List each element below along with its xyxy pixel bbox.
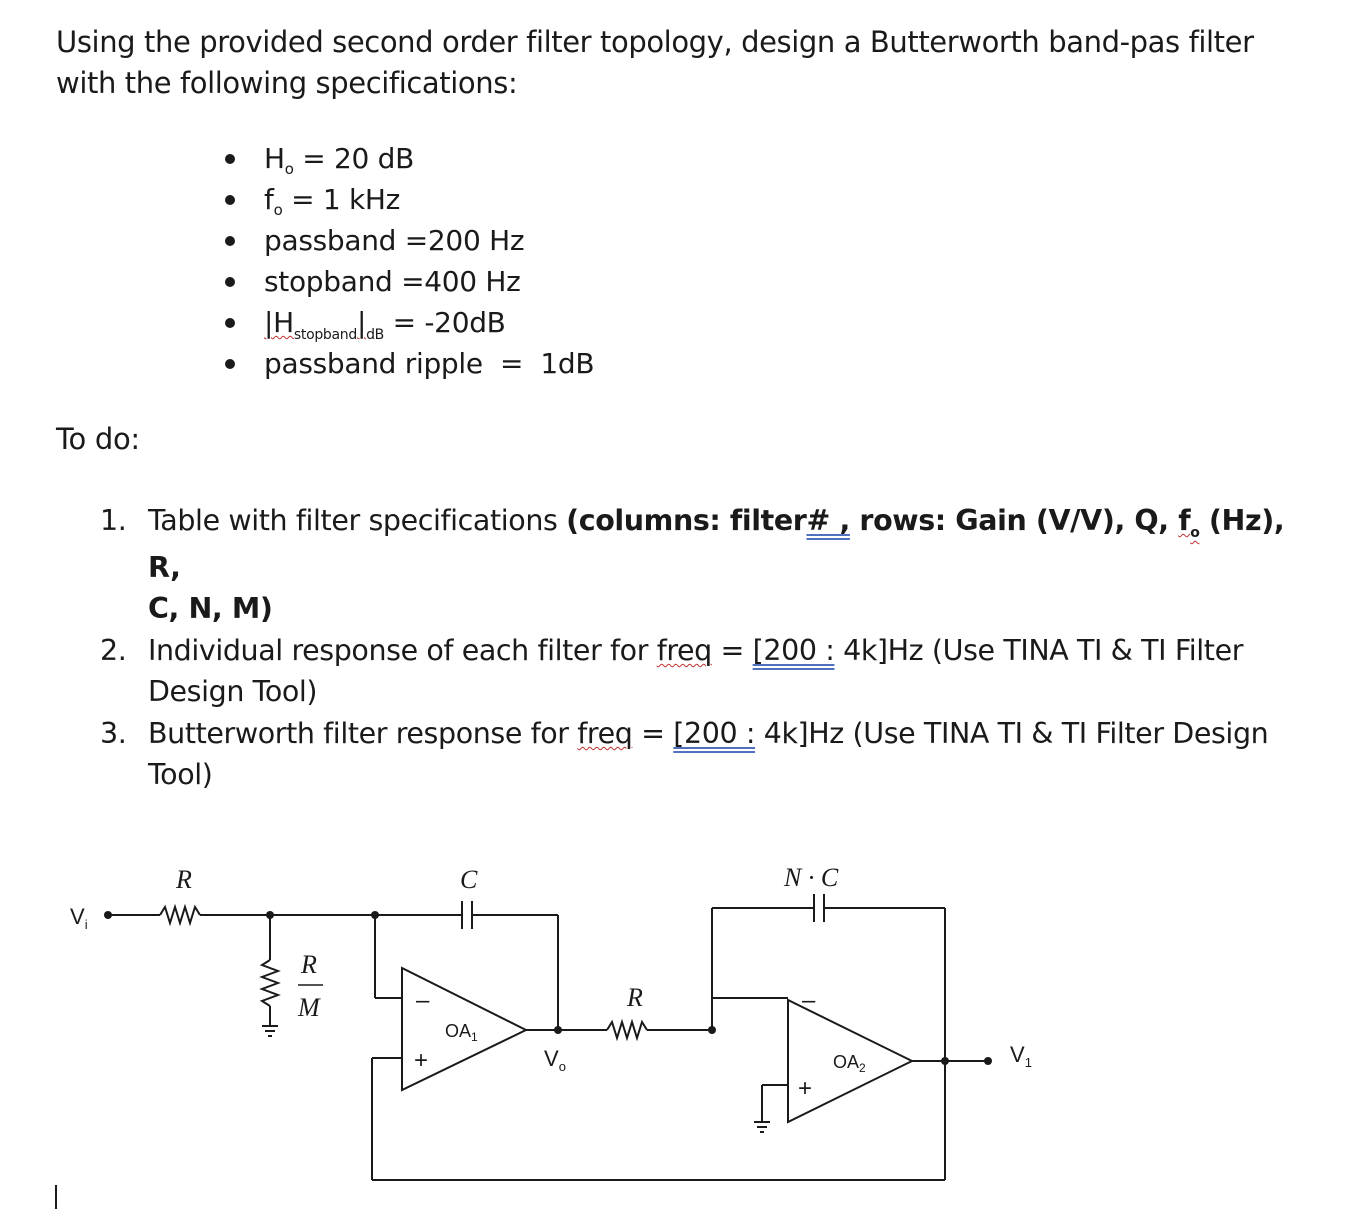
label-v1: V1 xyxy=(1010,1042,1032,1070)
spec-item-stopband: stopband =400 Hz xyxy=(212,261,594,302)
bullet-icon xyxy=(225,277,235,287)
bullet-icon xyxy=(225,359,235,369)
label-r2: R xyxy=(626,983,643,1012)
text-cursor xyxy=(55,1185,57,1209)
opamp-oa2 xyxy=(787,998,915,1124)
task-item-1: 1. Table with filter specifications (col… xyxy=(100,504,1285,625)
label-vo: Vo xyxy=(544,1046,566,1074)
circuit-schematic: Vi Vo V1 OA1 OA2 – + – + R C R N · C R M xyxy=(70,863,1032,1181)
label-oa2: OA2 xyxy=(833,1052,866,1075)
spec-item-stopband-atten: |Hstopband|dB = -20dB xyxy=(212,302,594,343)
opamp-oa1 xyxy=(401,966,529,1092)
label-oa2-plus: + xyxy=(798,1075,812,1102)
node-junction xyxy=(371,911,379,919)
resistor-r2 xyxy=(606,1018,648,1042)
task-item-3: 3. Butterworth filter response for freq … xyxy=(100,717,1269,791)
label-nc: N · C xyxy=(783,863,839,892)
task-item-2: 2. Individual response of each filter fo… xyxy=(100,634,1244,708)
spec-item-ripple: passband ripple = 1dB xyxy=(212,343,595,384)
resistor-rm xyxy=(259,959,281,1007)
spec-item-gain: Ho = 20 dB xyxy=(212,138,594,179)
node-junction xyxy=(941,1057,949,1065)
task-list: 1. Table with filter specifications (col… xyxy=(100,500,1300,796)
intro-line-1: Using the provided second order filter t… xyxy=(56,25,1254,59)
bullet-icon xyxy=(225,195,235,205)
label-vin: Vi xyxy=(70,904,88,932)
node-vin xyxy=(104,911,112,919)
spec-item-passband: passband =200 Hz xyxy=(212,220,594,261)
node-junction xyxy=(708,1026,716,1034)
bullet-icon xyxy=(225,154,235,164)
label-oa1: OA1 xyxy=(445,1021,478,1044)
label-c1: C xyxy=(460,865,478,894)
node-v1 xyxy=(984,1057,992,1065)
ground-icon xyxy=(262,1025,770,1133)
problem-intro: Using the provided second order filter t… xyxy=(56,22,1296,104)
bullet-icon xyxy=(225,236,235,246)
node-junction xyxy=(266,911,274,919)
label-oa1-plus: + xyxy=(414,1047,428,1074)
label-oa1-minus: – xyxy=(416,987,430,1014)
bullet-icon xyxy=(225,318,235,328)
node-vo xyxy=(554,1026,562,1034)
spec-list: Ho = 20 dB fo = 1 kHz passband =200 Hz s… xyxy=(212,138,595,384)
label-rm-num: R xyxy=(300,950,317,979)
label-r1: R xyxy=(175,865,192,894)
label-rm-den: M xyxy=(297,993,321,1022)
resistor-r1 xyxy=(159,903,201,927)
label-oa2-minus: – xyxy=(802,987,816,1014)
intro-line-2: with the following specifications: xyxy=(56,66,518,100)
spec-item-center-freq: fo = 1 kHz xyxy=(212,179,594,220)
todo-heading: To do: xyxy=(56,422,140,456)
